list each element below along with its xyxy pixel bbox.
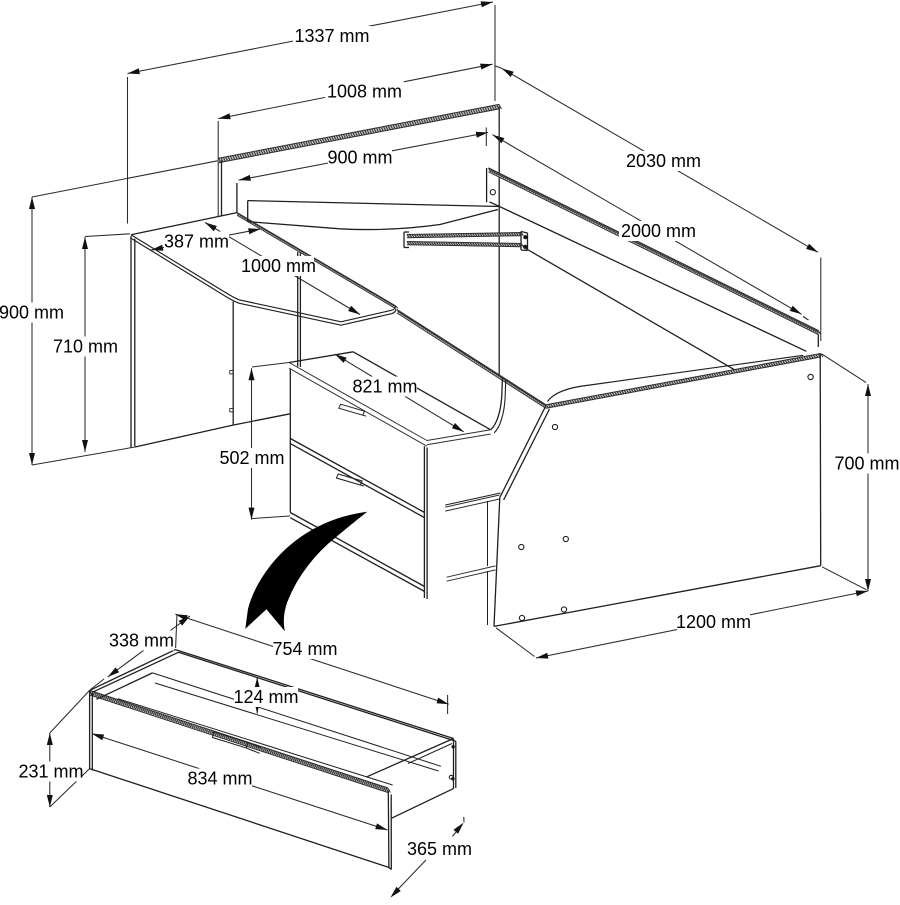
svg-text:900 mm: 900 mm xyxy=(0,303,64,323)
svg-text:365 mm: 365 mm xyxy=(407,839,472,859)
svg-text:700 mm: 700 mm xyxy=(834,454,899,474)
svg-text:1008 mm: 1008 mm xyxy=(327,82,402,102)
svg-text:1337 mm: 1337 mm xyxy=(294,26,369,46)
svg-text:502 mm: 502 mm xyxy=(219,448,284,468)
svg-text:387 mm: 387 mm xyxy=(164,232,229,252)
svg-text:834 mm: 834 mm xyxy=(187,769,252,789)
svg-text:124 mm: 124 mm xyxy=(233,687,298,707)
svg-text:231 mm: 231 mm xyxy=(18,762,83,782)
svg-text:2030 mm: 2030 mm xyxy=(626,151,701,171)
svg-text:2000 mm: 2000 mm xyxy=(621,221,696,241)
svg-text:1000 mm: 1000 mm xyxy=(241,256,316,276)
svg-text:710 mm: 710 mm xyxy=(53,337,118,357)
svg-text:338 mm: 338 mm xyxy=(109,631,174,651)
svg-text:900 mm: 900 mm xyxy=(327,148,392,168)
svg-text:754 mm: 754 mm xyxy=(272,639,337,659)
svg-text:1200 mm: 1200 mm xyxy=(676,612,751,632)
svg-text:821 mm: 821 mm xyxy=(352,377,417,397)
